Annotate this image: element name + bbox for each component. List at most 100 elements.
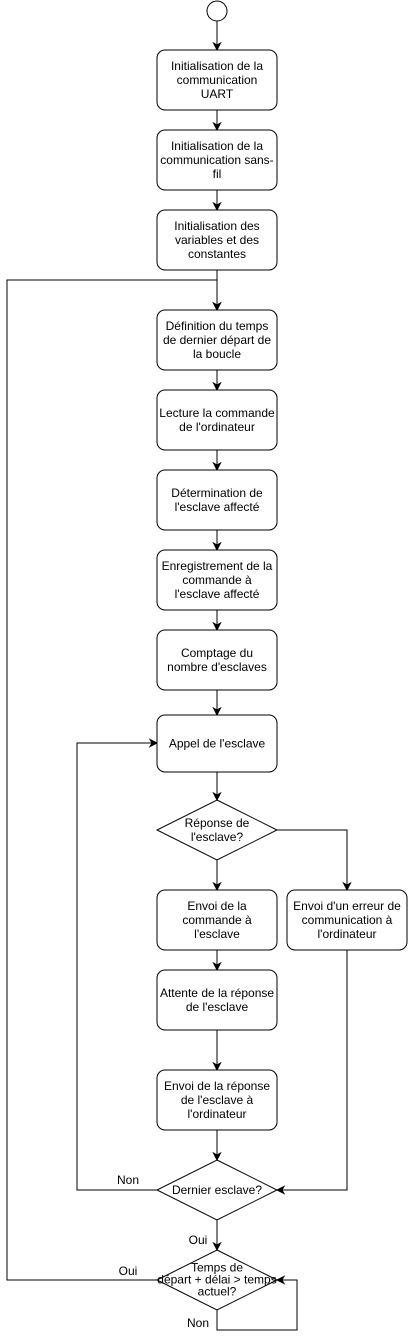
process-box xyxy=(156,629,278,691)
node-label-line: Dernier esclave? xyxy=(172,1183,262,1197)
node-determine-slave[interactable]: Détermination del'esclave affecté xyxy=(156,469,278,531)
edge-line xyxy=(216,1279,298,1331)
node-label-line: de l'ordinateur xyxy=(179,420,255,434)
arrowhead xyxy=(212,881,222,892)
node-label-line: commande à xyxy=(182,913,252,927)
node-label-line: de dernier départ de xyxy=(163,333,271,347)
arrowhead xyxy=(212,41,222,52)
node-label-line: Temps de xyxy=(191,1261,243,1275)
node-label-line: Initialisation des xyxy=(174,219,259,233)
edge-slave_response-to-send_error xyxy=(277,829,352,892)
node-label-line: Initialisation de la xyxy=(171,59,263,73)
edge-init_uart-to-init_wireless xyxy=(212,110,222,132)
process-box xyxy=(156,389,278,451)
node-label-line: Réponse de xyxy=(185,816,250,830)
node-layer: Initialisation de lacommunicationUARTIni… xyxy=(155,0,408,1311)
process-box xyxy=(156,49,278,111)
node-label-line: l'esclave affecté xyxy=(175,587,260,601)
node-label-line: Initialisation de la xyxy=(171,139,263,153)
arrowhead xyxy=(212,1061,222,1072)
node-label-line: fil xyxy=(213,167,222,181)
edge-layer xyxy=(6,21,352,1331)
arrowhead xyxy=(212,301,222,312)
edge-time_check-to-def_time xyxy=(6,279,222,1281)
process-box xyxy=(156,889,278,951)
node-label-line: nombre d'esclaves xyxy=(167,660,267,674)
edge-send_response-to-last_slave xyxy=(212,1130,222,1162)
node-label-line: Lecture la commande xyxy=(159,406,275,420)
arrowhead xyxy=(275,1275,286,1285)
node-label-line: communication xyxy=(177,73,258,87)
node-label-line: constantes xyxy=(188,247,246,261)
edge-last_slave-to-time_check xyxy=(212,1220,222,1252)
node-label-line: l'ordinateur xyxy=(188,1107,247,1121)
edge-line xyxy=(76,742,157,1191)
node-label-line: la boucle xyxy=(193,347,241,361)
process-box xyxy=(156,309,278,371)
node-label-line: Envoi de la xyxy=(187,899,247,913)
edge-start-to-init_uart xyxy=(212,21,222,52)
node-label-line: Envoi de la réponse xyxy=(164,1079,270,1093)
arrowhead xyxy=(275,1185,286,1195)
edge-def_time-to-read_cmd xyxy=(212,370,222,392)
arrowhead xyxy=(212,381,222,392)
node-label-line: Envoi d'un erreur de xyxy=(293,899,401,913)
process-box xyxy=(156,549,278,611)
edge-call_slave-to-slave_response xyxy=(212,772,222,802)
node-label-line: commande à xyxy=(182,573,252,587)
edge-label-oui: Oui xyxy=(189,1233,208,1247)
edge-send_error-to-last_slave xyxy=(275,950,348,1195)
arrowhead xyxy=(212,1241,222,1252)
edge-send_cmd-to-wait_response xyxy=(212,950,222,972)
edge-label-non: Non xyxy=(117,1173,139,1187)
arrowhead xyxy=(212,621,222,632)
arrowhead xyxy=(212,461,222,472)
node-last-slave[interactable]: Dernier esclave? xyxy=(155,1159,279,1221)
node-label-line: Définition du temps xyxy=(166,319,269,333)
edge-line xyxy=(6,279,218,1281)
node-slave-response[interactable]: Réponse del'esclave? xyxy=(155,799,279,861)
node-start[interactable] xyxy=(206,0,228,22)
node-label-line: Attente de la réponse xyxy=(160,986,274,1000)
node-label-line: départ + délai > temps xyxy=(157,1273,276,1287)
edge-label-non: Non xyxy=(187,1316,209,1330)
node-label-line: Enregistrement de la xyxy=(162,559,273,573)
edge-line xyxy=(277,950,348,1191)
edge-save_cmd-to-count_slaves xyxy=(212,610,222,632)
edge-wait_response-to-send_response xyxy=(212,1030,222,1072)
node-label-line: communication à xyxy=(302,913,393,927)
process-box xyxy=(156,209,278,271)
node-label-line: Comptage du xyxy=(181,646,253,660)
process-box xyxy=(156,1069,278,1131)
node-label-line: de l'esclave xyxy=(186,1000,249,1014)
arrowhead xyxy=(212,791,222,802)
edge-count_slaves-to-call_slave xyxy=(212,690,222,717)
decision-diamond xyxy=(155,1249,279,1311)
edge-line xyxy=(277,829,348,890)
node-label-line: Appel de l'esclave xyxy=(169,737,266,751)
edge-init_wireless-to-init_vars xyxy=(212,190,222,212)
arrowhead xyxy=(212,1151,222,1162)
node-label-line: UART xyxy=(201,87,234,101)
start-node-circle xyxy=(206,0,228,22)
process-box xyxy=(156,714,278,773)
edge-slave_response-to-send_cmd xyxy=(212,860,222,892)
decision-diamond xyxy=(155,1159,279,1221)
arrowhead xyxy=(212,201,222,212)
arrowhead xyxy=(212,541,222,552)
node-call-slave[interactable]: Appel de l'esclave xyxy=(156,714,278,773)
